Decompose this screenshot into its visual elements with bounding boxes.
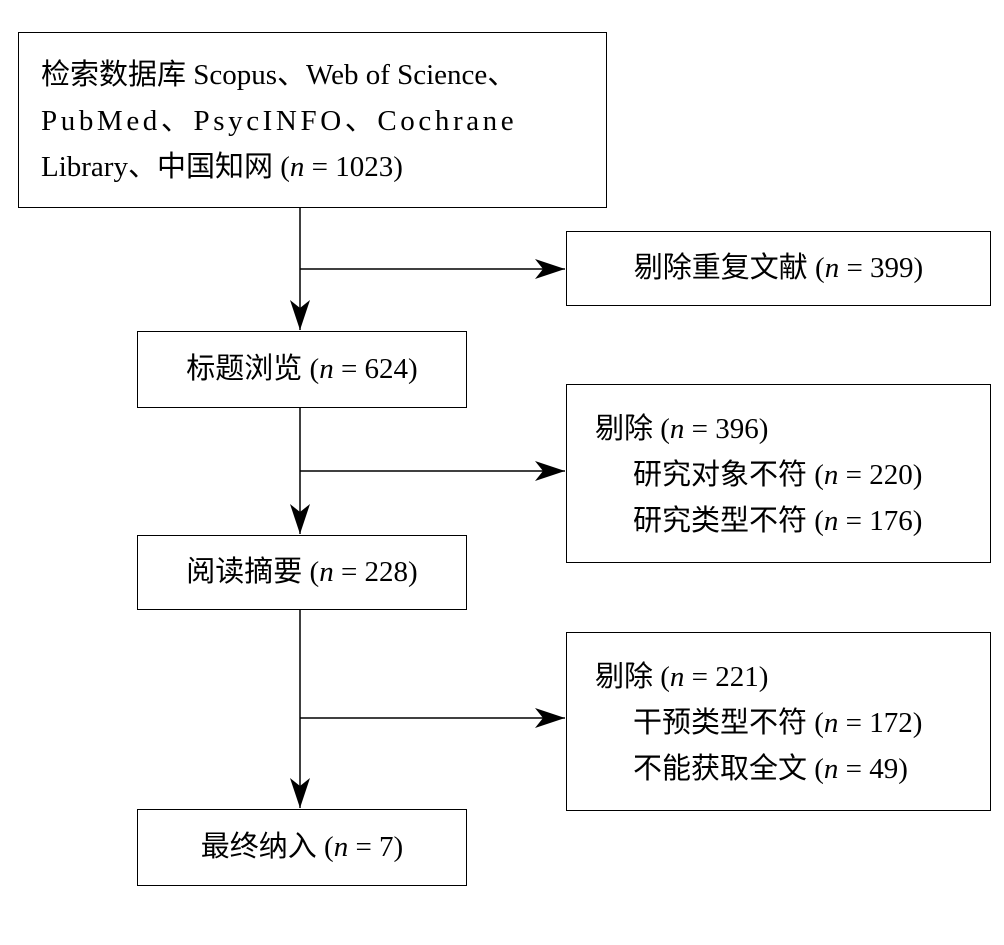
search-n-symbol: n <box>289 151 305 183</box>
exclusion-1-n-symbol: n <box>669 413 685 445</box>
exclusion-2-n-symbol: n <box>669 661 685 693</box>
duplicates-removed-box: 剔除重复文献 (n = 399) <box>566 231 991 306</box>
duplicates-suffix: = 399) <box>839 252 924 284</box>
duplicates-n-symbol: n <box>824 252 840 284</box>
final-inclusion-box: 最终纳入 (n = 7) <box>137 809 467 886</box>
title-screening-prefix: 标题浏览 ( <box>186 353 320 385</box>
exclusion-1-reason-1-suffix: = 220) <box>838 459 923 491</box>
search-line-1: 检索数据库 Scopus、Web of Science、 <box>41 59 517 91</box>
search-line-3: Library、中国知网 (n = 1023) <box>41 151 403 183</box>
exclusion-2-head-suffix: = 221) <box>684 661 769 693</box>
exclusion-2-heading: 剔除 (n = 221) <box>595 661 768 693</box>
exclusion-2-reason-2: 不能获取全文 (n = 49) <box>633 753 908 785</box>
abstract-screening-text: 阅读摘要 (n = 228) <box>138 556 466 588</box>
exclusion-1-reason-2-suffix: = 176) <box>838 505 923 537</box>
abstract-screening-suffix: = 228) <box>333 556 418 588</box>
search-line-2: PubMed、PsycINFO、Cochrane <box>41 105 518 137</box>
exclusion-2-reason-1-suffix: = 172) <box>838 707 923 739</box>
title-screening-n-symbol: n <box>319 353 334 385</box>
title-screening-text: 标题浏览 (n = 624) <box>138 353 466 385</box>
exclusion-1-reason-1: 研究对象不符 (n = 220) <box>633 459 922 491</box>
exclusion-2-reason-1: 干预类型不符 (n = 172) <box>633 707 922 739</box>
exclusion-2-reason-2-n-symbol: n <box>823 753 839 785</box>
abstract-screening-n-symbol: n <box>319 556 334 588</box>
final-inclusion-n-symbol: n <box>333 831 349 863</box>
exclusion-2-reason-2-suffix: = 49) <box>838 753 908 785</box>
final-inclusion-text: 最终纳入 (n = 7) <box>138 831 466 863</box>
final-inclusion-suffix: = 7) <box>348 831 404 863</box>
abstract-screening-box: 阅读摘要 (n = 228) <box>137 535 467 610</box>
title-screening-box: 标题浏览 (n = 624) <box>137 331 467 408</box>
exclusion-1-reason-1-n-symbol: n <box>823 459 839 491</box>
exclusion-2-reason-2-prefix: 不能获取全文 ( <box>633 753 824 785</box>
exclusion-1-reason-2-n-symbol: n <box>823 505 839 537</box>
search-databases-box: 检索数据库 Scopus、Web of Science、 PubMed、Psyc… <box>18 32 607 208</box>
abstract-screening-prefix: 阅读摘要 ( <box>186 556 320 588</box>
final-inclusion-prefix: 最终纳入 ( <box>200 831 334 863</box>
exclusion-2-reason-1-prefix: 干预类型不符 ( <box>633 707 824 739</box>
exclusion-1-reason-1-prefix: 研究对象不符 ( <box>633 459 824 491</box>
search-line-3-prefix: Library、中国知网 ( <box>41 151 290 183</box>
exclusion-1-heading: 剔除 (n = 396) <box>595 413 768 445</box>
title-screening-suffix: = 624) <box>333 353 418 385</box>
duplicates-text: 剔除重复文献 (n = 399) <box>567 252 990 284</box>
exclusion-1-head-suffix: = 396) <box>684 413 769 445</box>
exclusion-1-reason-2: 研究类型不符 (n = 176) <box>633 505 922 537</box>
search-line-3-suffix: = 1023) <box>304 151 403 183</box>
exclusion-2-head-prefix: 剔除 ( <box>595 661 670 693</box>
exclusion-box-1: 剔除 (n = 396) 研究对象不符 (n = 220) 研究类型不符 (n … <box>566 384 991 563</box>
duplicates-prefix: 剔除重复文献 ( <box>633 252 825 284</box>
exclusion-1-head-prefix: 剔除 ( <box>595 413 670 445</box>
exclusion-box-2: 剔除 (n = 221) 干预类型不符 (n = 172) 不能获取全文 (n … <box>566 632 991 811</box>
exclusion-2-reason-1-n-symbol: n <box>823 707 839 739</box>
exclusion-1-reason-2-prefix: 研究类型不符 ( <box>633 505 824 537</box>
